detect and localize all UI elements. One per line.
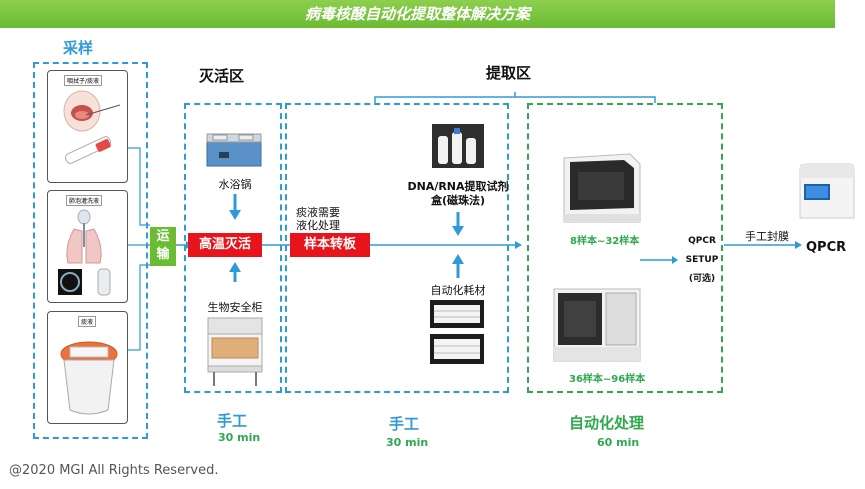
sample-panel-bal: 肺泡灌洗液 xyxy=(47,190,128,303)
sample-panel-sputum: 痰液 xyxy=(47,311,128,424)
transport-label: 运输 xyxy=(156,229,170,262)
throat-swab-illustration xyxy=(63,90,121,164)
sampling-line-1 xyxy=(128,147,150,226)
extraction-manual-label: 手工 xyxy=(389,415,420,433)
automation-consumables-label: 自动化耗材 xyxy=(430,284,486,297)
waterbath-arrowhead xyxy=(229,210,241,220)
extraction-manual-zone xyxy=(285,103,509,393)
extraction-title: 提取区 xyxy=(486,64,532,82)
heat-inactivation-step: 高温灭活 xyxy=(188,233,262,257)
device-small-caption: 8样本~32样本 xyxy=(570,236,640,247)
water-bath-image xyxy=(206,133,262,167)
copyright-footer: @2020 MGI All Rights Reserved. xyxy=(9,463,219,478)
manual-sealing-label: 手工封膜 xyxy=(745,230,789,243)
automation-zone xyxy=(527,103,723,393)
cabinet-arrowhead xyxy=(229,262,241,272)
biosafety-cabinet-label: 生物安全柜 xyxy=(207,301,263,314)
inactivation-zone xyxy=(184,103,282,393)
sampling-zone xyxy=(33,62,148,439)
title-banner xyxy=(0,0,835,28)
sampling-title: 采样 xyxy=(63,39,94,57)
extraction-kit-image xyxy=(432,124,484,168)
sputum-cup-illustration xyxy=(60,341,118,415)
extractor-device-small xyxy=(563,153,641,223)
device-large-caption: 36样本~96样本 xyxy=(569,374,646,385)
panel-tag: 痰液 xyxy=(78,316,97,327)
qpcr-setup-label: QPCR SETUP (可选) xyxy=(685,236,719,284)
lung-illustration xyxy=(58,209,111,296)
setup-arrowhead xyxy=(672,256,678,264)
inactivation-manual-label: 手工 xyxy=(217,412,248,430)
sample-panel-throat-swab: 咽拭子/痰液 xyxy=(47,70,128,183)
panel-tag: 肺泡灌洗液 xyxy=(66,195,103,206)
kit-arrowhead xyxy=(452,226,464,236)
sampling-line-3 xyxy=(128,264,150,351)
transfer-arrowhead xyxy=(515,241,522,249)
automation-time: 60 min xyxy=(597,436,640,449)
extraction-kit-label: DNA/RNA提取试剂 盒(磁珠法) xyxy=(407,180,509,207)
sputum-liquefaction-note: 痰液需要 液化处理 xyxy=(296,206,340,232)
consumables-image xyxy=(430,300,484,364)
automation-label: 自动化处理 xyxy=(569,414,645,432)
transport-step: 运输 xyxy=(150,227,176,266)
extractor-device-large xyxy=(553,288,641,362)
extraction-time: 30 min xyxy=(386,436,429,449)
inactivation-title: 灭活区 xyxy=(199,67,245,85)
qpcr-instrument-image xyxy=(799,163,855,219)
water-bath-label: 水浴锅 xyxy=(218,178,252,191)
inactivation-time: 30 min xyxy=(218,431,261,444)
biosafety-cabinet-image xyxy=(207,317,263,386)
banner-title: 病毒核酸自动化提取整体解决方案 xyxy=(304,5,530,23)
sample-transfer-step: 样本转板 xyxy=(290,233,370,257)
panel-tag: 咽拭子/痰液 xyxy=(64,75,103,86)
qpcr-label: QPCR xyxy=(806,240,847,255)
consumables-arrowhead xyxy=(452,254,464,264)
sealing-arrowhead xyxy=(795,241,802,249)
